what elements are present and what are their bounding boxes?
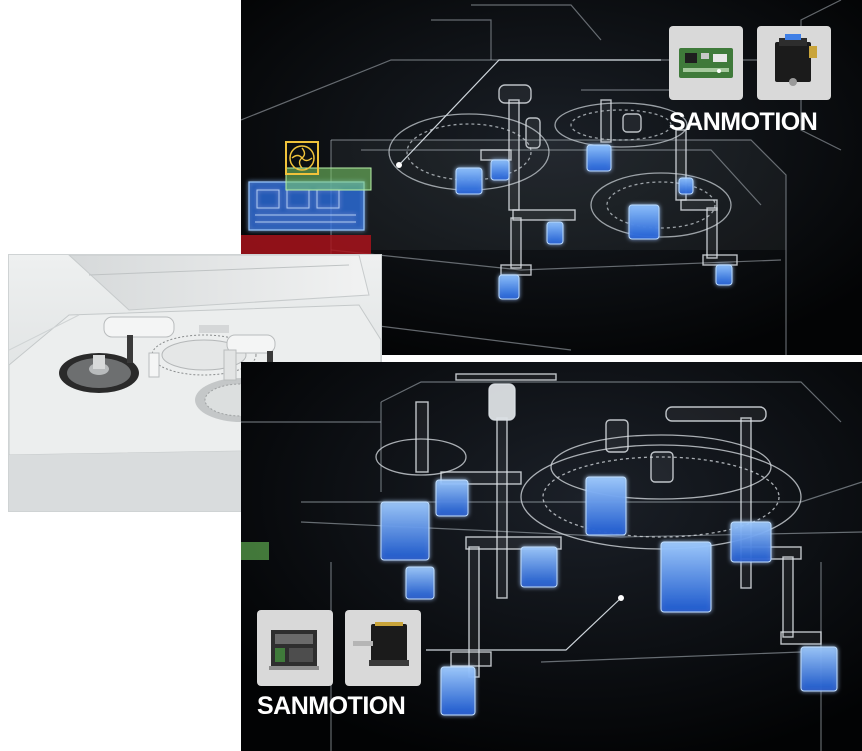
stepper-motor-badge [345, 610, 421, 686]
stepper-motor-badge [757, 26, 831, 100]
driver-board-icon [269, 630, 319, 670]
analyzer-photo-illustration [9, 255, 381, 511]
bottom-xray-illustration [241, 362, 862, 751]
brand-logo-top: SANMOTION [669, 108, 818, 136]
motor-glow-1 [455, 167, 483, 195]
bottom-xray-render: SANMOTION [241, 362, 862, 751]
stepper-motor-icon [775, 34, 817, 86]
driver-board-badge [669, 26, 743, 100]
driver-board-icon [679, 48, 733, 78]
cooling-fan-icon [285, 141, 319, 175]
top-xray-render: SANMOTION [241, 0, 862, 355]
brand-logo-bottom: SANMOTION [257, 692, 406, 720]
driver-board-badge [257, 610, 333, 686]
stepper-motor-icon [353, 622, 409, 666]
